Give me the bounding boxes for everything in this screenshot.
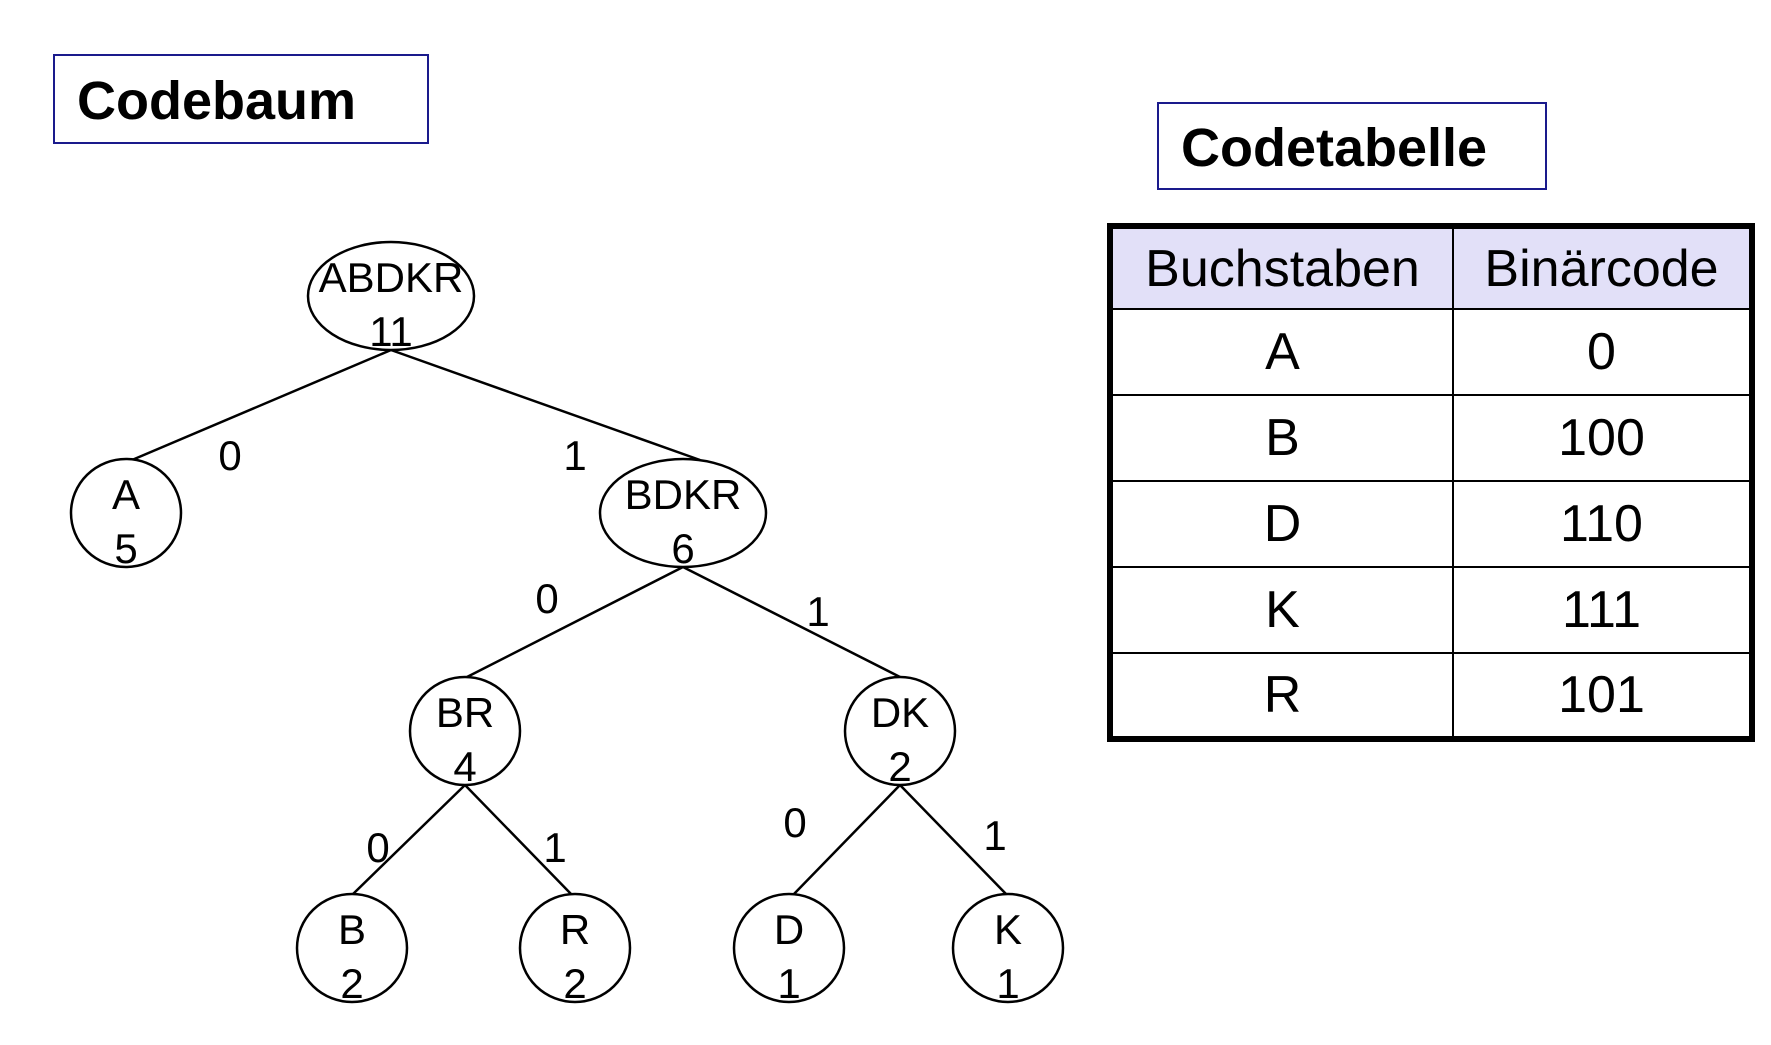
tree-node-br: BR 4	[408, 675, 522, 790]
tree-node-dk: DK 2	[843, 675, 957, 790]
node-shape	[843, 675, 957, 787]
tree-node-bdkr: BDKR 6	[598, 457, 768, 572]
node-label: DK	[871, 689, 929, 736]
node-weight: 6	[671, 525, 694, 572]
table-row: A 0	[1109, 308, 1753, 396]
node-shape	[518, 892, 632, 1004]
node-shape	[295, 892, 409, 1004]
table-row: R 101	[1109, 652, 1753, 740]
node-label: BDKR	[625, 471, 742, 518]
tree-edge-dk-k	[899, 784, 1008, 896]
node-shape	[408, 675, 522, 787]
tree-edges: 0 1 0 1 0 1 0 1	[131, 348, 1008, 896]
node-weight: 2	[888, 743, 911, 790]
node-weight: 1	[996, 960, 1019, 1007]
code-cell: 0	[1452, 308, 1753, 396]
node-shape	[732, 892, 846, 1004]
edge-bit-label: 0	[218, 432, 241, 479]
edge-bit-label: 1	[806, 588, 829, 635]
edge-bit-label: 1	[543, 824, 566, 871]
letter-cell: D	[1109, 480, 1454, 568]
node-weight: 2	[340, 960, 363, 1007]
tree-edge-br-r	[464, 784, 573, 896]
tree-title: Codebaum	[77, 71, 357, 131]
tree-title-box: Codebaum	[53, 54, 429, 144]
edge-bit-label: 0	[366, 824, 389, 871]
tree-edge-root-a	[131, 348, 392, 462]
letter-cell: A	[1109, 308, 1454, 396]
node-weight: 4	[453, 743, 476, 790]
tree-edge-dk-d	[792, 784, 901, 896]
table-title-box: Codetabelle	[1157, 102, 1547, 190]
table-title: Codetabelle	[1181, 118, 1488, 178]
tree-node-r: R2	[518, 892, 632, 1007]
edge-bit-label: 0	[535, 575, 558, 622]
tree-edge-br-b	[351, 784, 466, 896]
node-weight: 5	[114, 525, 137, 572]
node-weight: 1	[777, 960, 800, 1007]
code-cell: 110	[1452, 480, 1753, 568]
letter-cell: R	[1109, 652, 1454, 740]
node-shape	[306, 240, 476, 352]
node-shape	[598, 457, 768, 569]
node-label: BR	[436, 689, 494, 736]
code-table: Buchstaben Binärcode A 0 B 100 D 110 K 1…	[1107, 223, 1755, 742]
code-cell: 100	[1452, 394, 1753, 482]
tree-node-d: D1	[732, 892, 846, 1007]
tree-node-b: B2	[295, 892, 409, 1007]
tree-node-a: A5	[69, 457, 183, 572]
table-header-row: Buchstaben Binärcode	[1109, 225, 1753, 310]
tree-node-root: ABDKR 11	[306, 240, 476, 355]
header-letters: Buchstaben	[1109, 225, 1454, 310]
edge-bit-label: 0	[783, 799, 806, 846]
table-row: D 110	[1109, 480, 1753, 568]
node-label: B	[338, 906, 366, 953]
tree-node-k: K1	[951, 892, 1065, 1007]
tree-edge-bdkr-br	[466, 565, 684, 679]
letter-cell: K	[1109, 566, 1454, 654]
table-row: K 111	[1109, 566, 1753, 654]
node-weight: 2	[563, 960, 586, 1007]
edge-bit-label: 1	[983, 812, 1006, 859]
tree-edge-bdkr-dk	[682, 565, 901, 679]
node-label: ABDKR	[319, 254, 464, 301]
tree-edge-root-bdkr	[390, 348, 701, 462]
header-binary-code: Binärcode	[1452, 225, 1753, 310]
node-label: A	[112, 471, 140, 518]
code-cell: 101	[1452, 652, 1753, 740]
node-shape	[951, 892, 1065, 1004]
edge-bit-label: 1	[563, 432, 586, 479]
node-label: R	[560, 906, 590, 953]
code-cell: 111	[1452, 566, 1753, 654]
letter-cell: B	[1109, 394, 1454, 482]
node-weight: 11	[369, 308, 413, 355]
node-shape	[69, 457, 183, 569]
node-label: D	[774, 906, 804, 953]
table-row: B 100	[1109, 394, 1753, 482]
node-label: K	[994, 906, 1022, 953]
